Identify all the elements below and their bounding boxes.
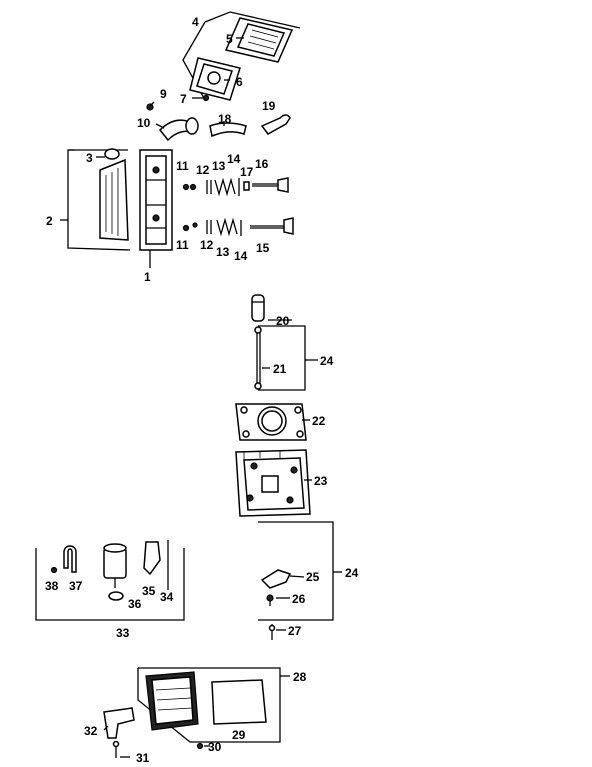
callout-35: 35 xyxy=(142,584,156,598)
callout-24-lower: 24 xyxy=(345,566,359,580)
callout-14-upper: 14 xyxy=(227,152,241,166)
callout-2: 2 xyxy=(46,214,53,228)
valve-train-lower xyxy=(182,217,294,237)
callout-16: 16 xyxy=(255,157,269,171)
breather-cover-assembly xyxy=(182,11,301,102)
callout-11-upper: 11 xyxy=(176,159,189,173)
callout-20: 20 xyxy=(276,314,290,328)
cylinder-head-side xyxy=(67,148,173,268)
callout-5: 5 xyxy=(226,32,233,46)
callout-12-upper: 12 xyxy=(196,163,210,177)
callout-9: 9 xyxy=(160,87,167,101)
callout-7: 7 xyxy=(180,92,187,106)
callout-11-lower: 11 xyxy=(176,238,189,252)
callout-14-lower: 14 xyxy=(234,249,248,263)
callout-13-upper: 13 xyxy=(212,159,226,173)
leader-lines xyxy=(60,37,342,758)
callout-15: 15 xyxy=(256,241,270,255)
callout-37: 37 xyxy=(69,579,83,593)
callout-labels: 4 5 6 7 9 10 18 19 3 2 1 11 12 13 14 16 … xyxy=(45,15,359,765)
callout-28: 28 xyxy=(293,670,307,684)
callout-36: 36 xyxy=(128,597,142,611)
callout-1: 1 xyxy=(144,270,151,284)
callout-3: 3 xyxy=(86,151,93,165)
air-cleaner-group xyxy=(103,667,281,758)
callout-22: 22 xyxy=(312,414,326,428)
breather-tubes xyxy=(146,103,291,142)
cylinder-head xyxy=(235,449,311,517)
callout-38: 38 xyxy=(45,579,59,593)
fuel-filter-group xyxy=(35,540,185,621)
callout-29: 29 xyxy=(232,728,246,742)
callout-24-upper: 24 xyxy=(320,354,334,368)
head-gasket xyxy=(235,403,307,441)
callout-4: 4 xyxy=(192,15,199,29)
callout-27: 27 xyxy=(288,624,302,638)
callout-10: 10 xyxy=(137,116,151,130)
callout-31: 31 xyxy=(136,751,150,765)
callout-23: 23 xyxy=(314,474,328,488)
callout-17: 17 xyxy=(240,165,254,179)
callout-32: 32 xyxy=(84,724,98,738)
callout-12-lower: 12 xyxy=(200,238,214,252)
callout-13-lower: 13 xyxy=(216,245,230,259)
callout-18: 18 xyxy=(218,112,232,126)
callout-25: 25 xyxy=(306,570,320,584)
push-rod-group xyxy=(251,294,306,391)
valve-train-upper xyxy=(182,177,289,197)
callout-6: 6 xyxy=(236,75,243,89)
callout-34: 34 xyxy=(160,590,174,604)
callout-33: 33 xyxy=(116,626,130,640)
callout-26: 26 xyxy=(292,592,306,606)
rocker-group xyxy=(258,521,334,640)
callout-21: 21 xyxy=(273,362,287,376)
callout-30: 30 xyxy=(208,740,222,754)
callout-19: 19 xyxy=(262,99,276,113)
